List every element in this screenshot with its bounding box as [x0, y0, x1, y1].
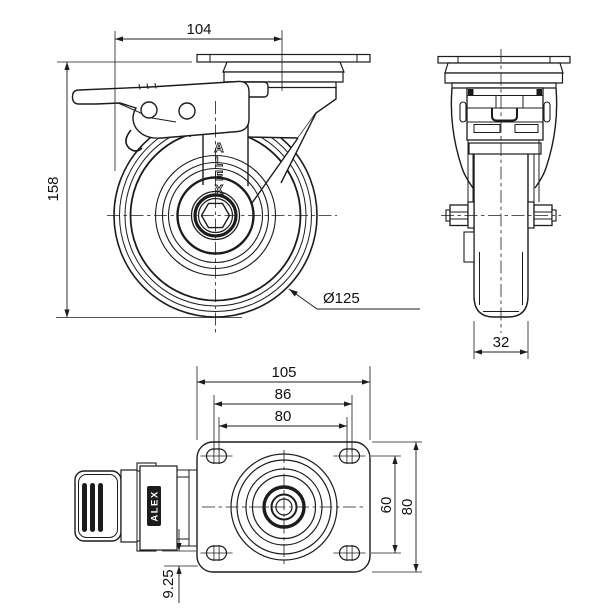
dimension-105: 105 [196, 364, 371, 440]
dim-label-plate-width: 80 [399, 499, 416, 516]
dim-label-bolt-span-outer: 86 [275, 386, 292, 403]
front-view: A L E X [45, 21, 420, 334]
dim-label-wheel-width: 32 [493, 334, 510, 351]
brake-hook [125, 129, 143, 152]
wheel-side [463, 149, 529, 318]
fork-side [467, 140, 542, 202]
brand-letter: L [215, 154, 223, 169]
dim-label-overall-height: 158 [45, 176, 62, 201]
bracket-hole [178, 102, 196, 120]
pedal-brand-plate [147, 486, 161, 526]
brake-handle-notch [491, 108, 518, 122]
brake-lever [71, 80, 250, 152]
dimension-60: 60 [371, 455, 401, 554]
fork-rear-leg-front [251, 112, 317, 204]
pedal-ridge [98, 483, 103, 532]
dim-label-plate-offset: 104 [186, 21, 211, 38]
swivel-stack-side [444, 62, 564, 89]
brand-letter: A [214, 140, 224, 155]
dimension-86: 86 [213, 386, 353, 452]
pedal-ridge [82, 483, 87, 532]
dim-label-pedal-clearance: 9.25 [160, 569, 177, 598]
dimension-158: 158 [45, 61, 242, 318]
dimension-80-horizontal: 80 [218, 408, 348, 452]
brake-pedal-plan: ALEX [74, 462, 197, 552]
side-view: 32 [437, 49, 571, 359]
top-plate-side [437, 55, 571, 64]
dimension-104: 104 [114, 21, 283, 171]
pedal-brand-label: ALEX [150, 490, 161, 521]
dimension-80-vertical: 80 [372, 441, 422, 573]
housing-tab [543, 101, 551, 123]
brand-letter: X [215, 182, 224, 197]
brake-shoe [463, 231, 475, 263]
top-plate-front [196, 53, 371, 63]
dimension-9-25: 9.25 [160, 529, 198, 603]
axle-bolt-right [527, 201, 557, 229]
bracket-hole [140, 101, 158, 119]
pedal-ridge [90, 483, 95, 532]
brand-letter: E [215, 168, 224, 183]
dim-label-plate-length: 105 [271, 364, 296, 381]
plan-view: ALEX 105 86 [74, 364, 422, 603]
brake-housing-side [459, 87, 551, 141]
dim-label-bolt-span-vertical: 60 [378, 497, 395, 514]
axle-bolt-left [445, 201, 475, 229]
housing-tab [459, 101, 467, 123]
dimension-32: 32 [473, 321, 529, 359]
dimension-wheel-diameter: Ø125 [288, 288, 420, 310]
fork-brand-text: A L E X [214, 140, 225, 198]
dim-label-bolt-span-inner: 80 [275, 408, 292, 425]
dim-label-wheel-diameter: Ø125 [323, 290, 360, 307]
